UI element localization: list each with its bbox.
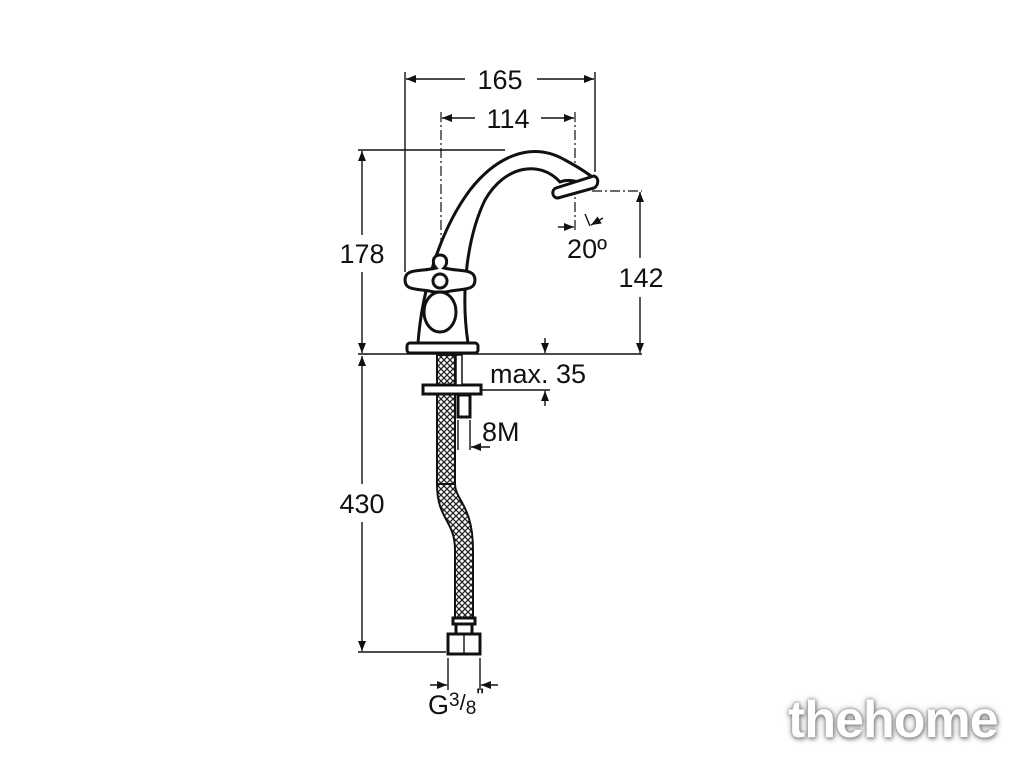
dimension-430: 430: [339, 356, 446, 653]
dimension-114: 114: [440, 104, 576, 360]
faucet-body: [403, 150, 600, 355]
dimension-142: 142: [592, 190, 664, 353]
watermark-logo: thehome: [788, 691, 999, 749]
dimension-label: 178: [339, 239, 384, 269]
dimension-label: 165: [477, 65, 522, 95]
connection-label: G3/8": [428, 684, 484, 720]
dimension-label: 8M: [482, 417, 520, 447]
dimension-165: 165: [404, 65, 596, 272]
dimension-8m: 8M: [457, 417, 520, 451]
dimension-angle: 20º: [558, 213, 607, 264]
cross-handle: [403, 253, 477, 334]
fixing-assembly: [421, 354, 483, 656]
dimension-label: 114: [486, 104, 529, 134]
dimension-label: 20º: [567, 234, 607, 264]
dimension-label: 430: [339, 489, 384, 519]
dimension-max-35: max. 35: [482, 338, 586, 406]
dimension-178: 178: [339, 149, 505, 353]
dimension-label: 142: [618, 263, 663, 293]
dimension-connection: G3/8": [428, 658, 498, 720]
dimension-label: max. 35: [490, 359, 586, 389]
